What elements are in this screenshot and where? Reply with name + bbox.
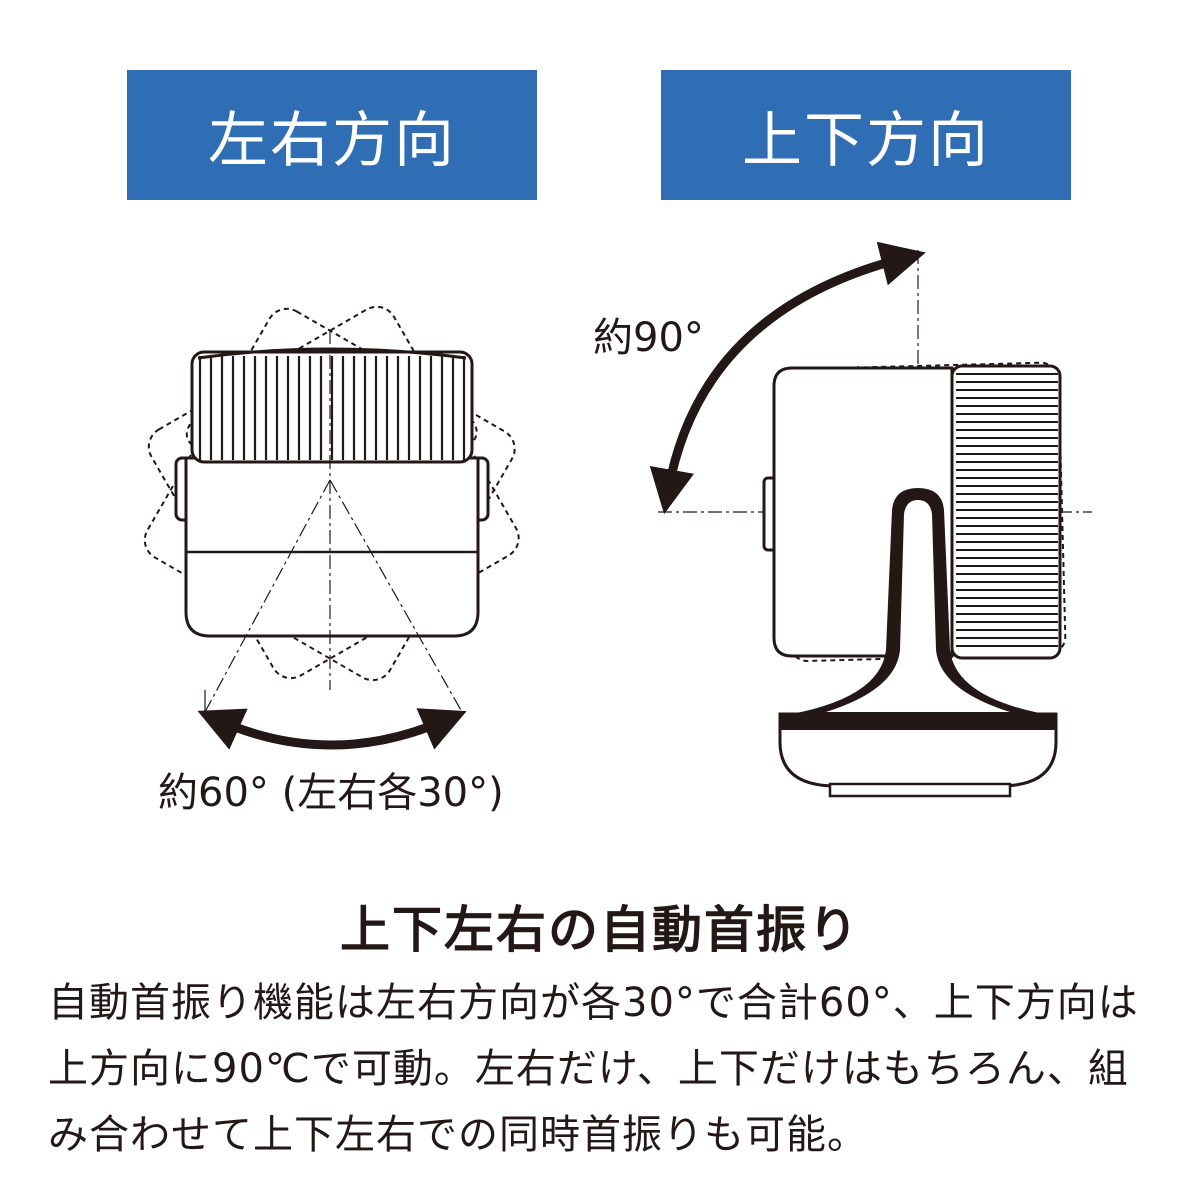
headline: 上下左右の自動首振り [340,901,860,959]
fan-side-view-icon [658,250,1092,798]
header-left-right-label: 左右方向 [208,105,456,176]
fan-front-view-icon [143,305,520,713]
header-up-down: 上下方向 [661,70,1071,200]
header-left-right: 左右方向 [127,70,537,200]
description-text: 自動首振り機能は左右方向が各30°で合計60°、上下方向は上方向に90℃で可動。… [48,980,1139,1158]
left-right-arrow-icon [197,708,467,750]
left-right-angle-label: 約60° (左右各30°) [158,770,504,816]
oscillation-diagram [143,241,1092,798]
header-up-down-label: 上下方向 [742,105,990,176]
up-down-angle-label: 約90° [593,315,704,361]
up-down-arrow-icon [649,241,926,515]
